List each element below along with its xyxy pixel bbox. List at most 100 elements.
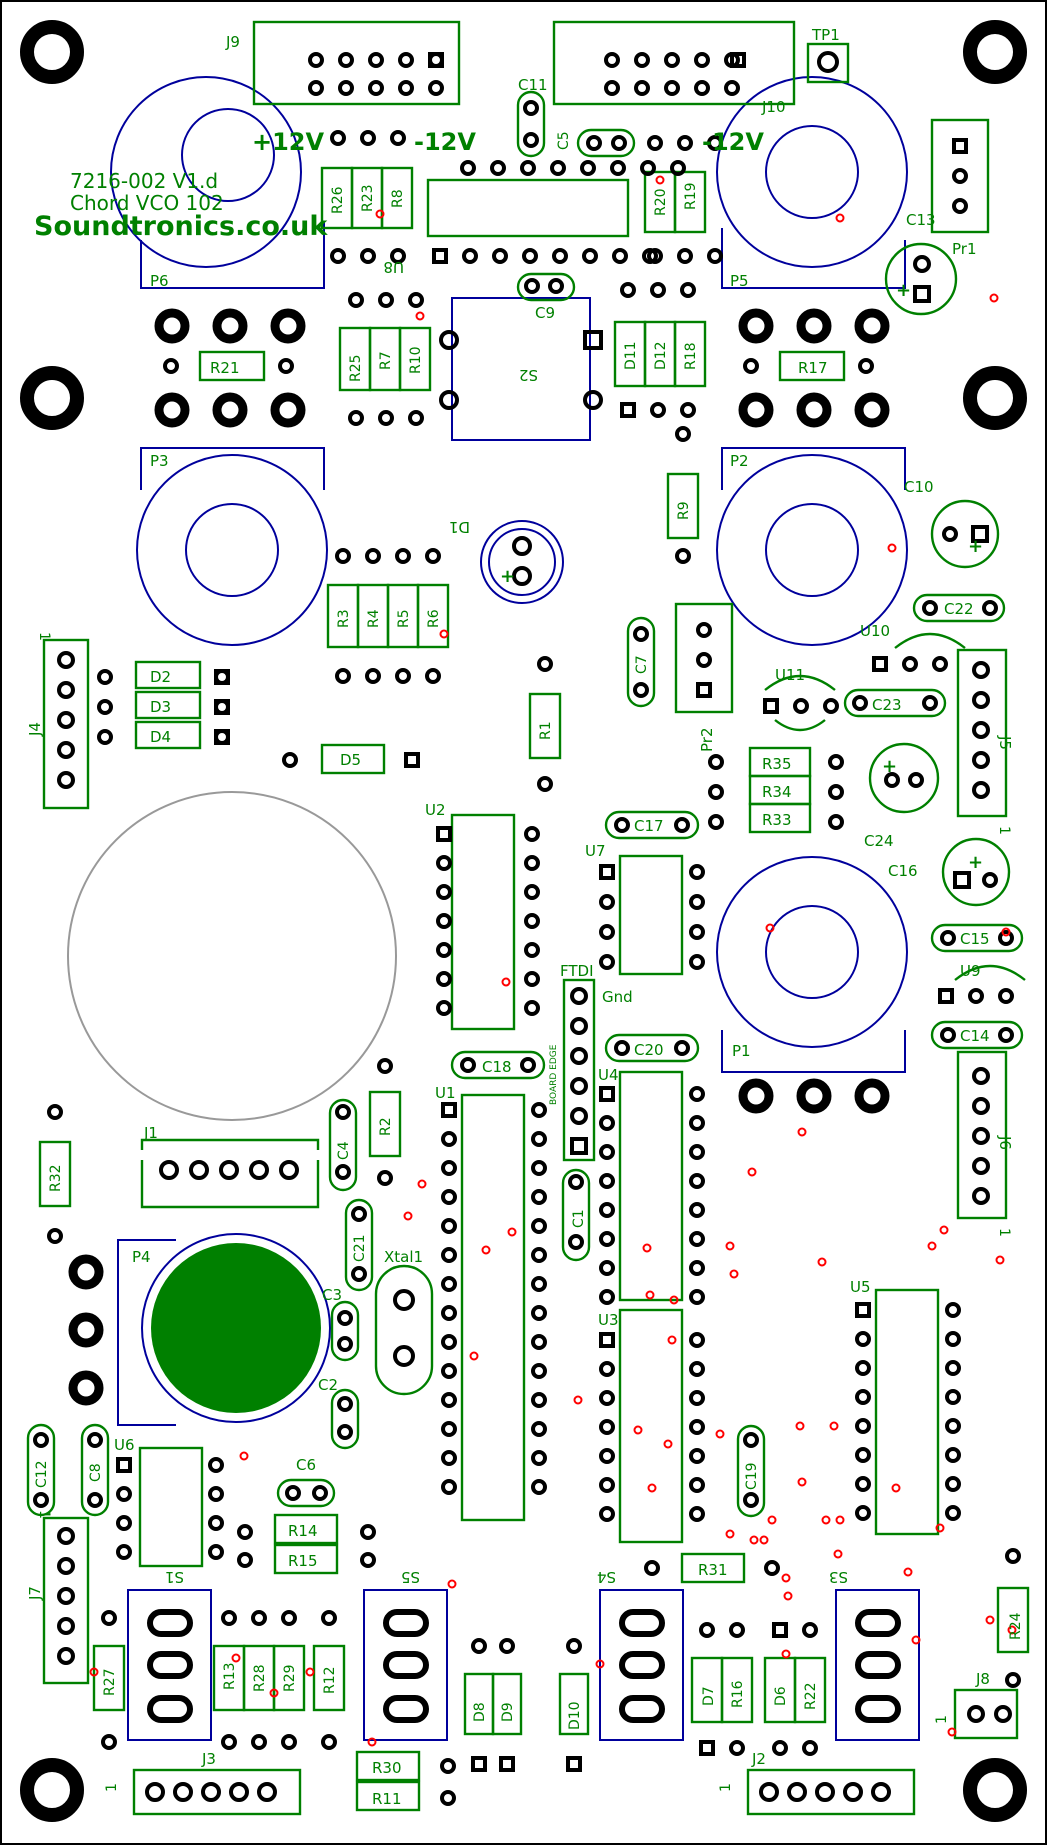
- pad: [884, 772, 900, 788]
- pad: [337, 1424, 353, 1440]
- header-pin: [398, 52, 414, 68]
- label-c11: C11: [518, 76, 548, 94]
- label-pr2: Pr2: [698, 728, 716, 753]
- mounting-holes: [20, 20, 1027, 1822]
- pad: [441, 1392, 457, 1408]
- pad: [101, 1734, 117, 1750]
- header-pin: [338, 80, 354, 96]
- via: [663, 1439, 673, 1449]
- pad: [440, 1790, 456, 1806]
- pad: [524, 855, 540, 871]
- pad: [708, 784, 724, 800]
- pad: [116, 1544, 132, 1560]
- regulator-U11-outline: [764, 674, 836, 691]
- switch-S3-slots: [855, 1609, 901, 1723]
- resistor-R29-outline: [272, 1644, 306, 1712]
- pot-shaft: [765, 125, 859, 219]
- resistor-R24-outline: [996, 1586, 1030, 1654]
- pad: [582, 248, 598, 264]
- pad: [743, 1492, 759, 1508]
- via: [655, 175, 665, 185]
- pad: [599, 1332, 615, 1348]
- via: [935, 1523, 945, 1533]
- ic-U1-outline: [460, 1093, 526, 1522]
- label-u5: U5: [850, 1278, 871, 1296]
- pad: [828, 754, 844, 770]
- power-label-plus12: +12V: [252, 128, 325, 156]
- pad: [523, 132, 539, 148]
- header-pin: [972, 1127, 990, 1145]
- pad: [689, 894, 705, 910]
- pad: [377, 1170, 393, 1186]
- pin1-marker-j2: 1: [718, 1783, 734, 1792]
- pad: [321, 1734, 337, 1750]
- pad: [365, 548, 381, 564]
- pad: [940, 930, 956, 946]
- pad: [855, 1302, 871, 1318]
- pad: [913, 255, 931, 273]
- pad: [699, 1622, 715, 1638]
- via: [835, 213, 845, 223]
- via: [781, 1573, 791, 1583]
- header-J6-outline: [956, 1050, 1008, 1220]
- pad: [531, 1479, 547, 1495]
- pad: [599, 1173, 615, 1189]
- pad: [599, 954, 615, 970]
- label-d12: D12: [653, 341, 669, 370]
- via: [797, 1127, 807, 1137]
- via: [1001, 927, 1011, 937]
- resistor-R11-outline: [355, 1780, 421, 1812]
- cap-C3-outline: [330, 1300, 360, 1362]
- header-pin: [787, 1782, 807, 1802]
- header-pin: [634, 52, 650, 68]
- via: [89, 1667, 99, 1677]
- diode-D4-outline: [134, 720, 202, 750]
- diode-D9-outline: [491, 1672, 523, 1736]
- label-xtal1: Xtal1: [384, 1248, 423, 1266]
- mounting-hole: [20, 366, 84, 430]
- header-pin: [57, 1557, 75, 1575]
- pad: [208, 1486, 224, 1502]
- header-pin: [570, 1137, 588, 1155]
- pad: [537, 776, 553, 792]
- via: [415, 311, 425, 321]
- pad: [101, 1610, 117, 1626]
- label-p5: P5: [730, 272, 749, 290]
- label-d6: D6: [773, 1686, 789, 1706]
- pad: [599, 1506, 615, 1522]
- label-p2: P2: [730, 452, 749, 470]
- via: [887, 543, 897, 553]
- via: [403, 1211, 413, 1221]
- pad: [568, 1174, 584, 1190]
- switch-S5-slots: [383, 1609, 429, 1723]
- pot-P3: [136, 447, 328, 646]
- pad: [337, 1396, 353, 1412]
- header-J2-outline: [746, 1768, 916, 1816]
- pad: [614, 1040, 630, 1056]
- label-d1: D1: [449, 518, 470, 536]
- connector-pin: [696, 622, 712, 638]
- pad: [852, 695, 868, 711]
- header-pin: [815, 1782, 835, 1802]
- via: [725, 1529, 735, 1539]
- header-J1-outline: [140, 1138, 320, 1209]
- pad: [689, 1144, 705, 1160]
- diode-D3-outline: [134, 690, 202, 720]
- pad: [214, 729, 230, 745]
- via: [989, 293, 999, 303]
- pad: [251, 1610, 267, 1626]
- pad: [531, 1160, 547, 1176]
- pad: [441, 1218, 457, 1234]
- via: [783, 1591, 793, 1601]
- header-pin: [338, 52, 354, 68]
- connector-pin: [952, 198, 968, 214]
- pad: [689, 1506, 705, 1522]
- via: [269, 1688, 279, 1698]
- pad: [116, 1486, 132, 1502]
- pot-pin: [796, 308, 832, 344]
- via: [367, 1737, 377, 1747]
- pad: [620, 282, 636, 298]
- pad: [524, 913, 540, 929]
- pad: [208, 1515, 224, 1531]
- diode-D10-outline: [558, 1672, 590, 1736]
